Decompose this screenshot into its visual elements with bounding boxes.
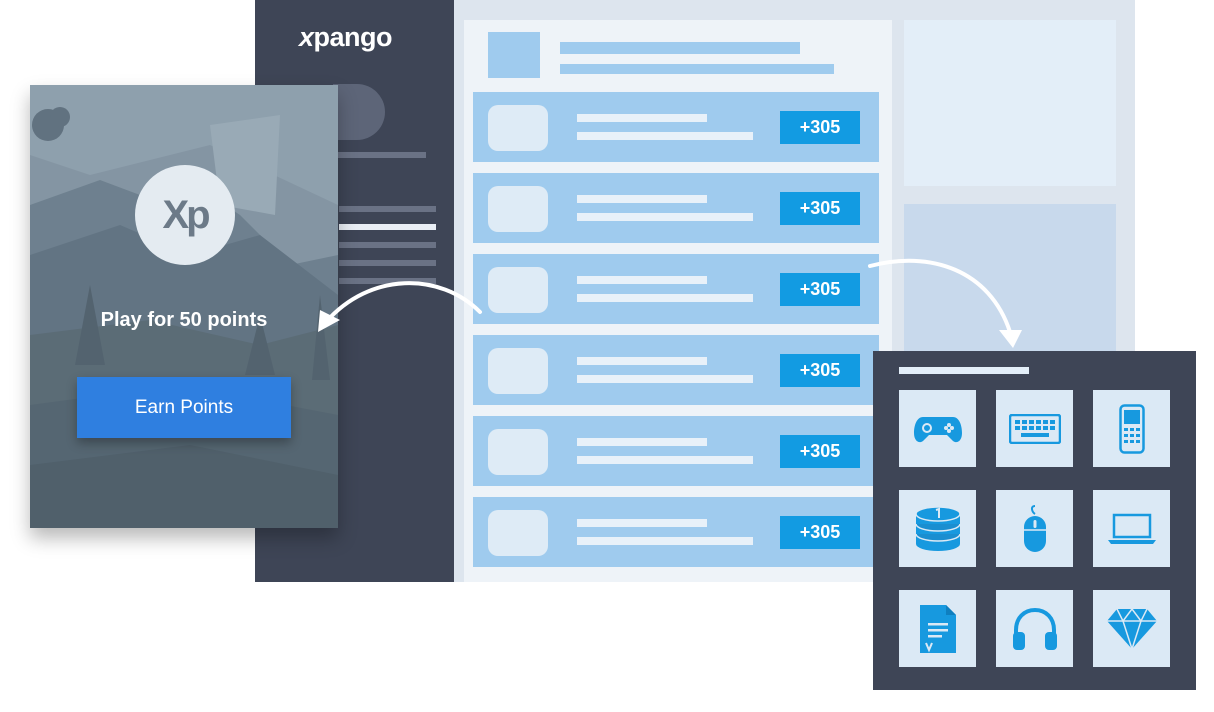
reward-tile-coins[interactable] (899, 490, 976, 567)
rewards-panel (873, 351, 1196, 690)
offer-thumbnail (488, 267, 548, 313)
offer-title-placeholder (577, 519, 707, 527)
sidebar-item[interactable] (339, 260, 436, 266)
sidebar-item-active[interactable] (339, 224, 436, 230)
offer-desc-placeholder (577, 213, 753, 221)
offer-title-placeholder (577, 114, 707, 122)
logo-text: pango (313, 22, 393, 52)
reward-tile-headphones[interactable] (996, 590, 1073, 667)
keyboard-icon (1008, 413, 1061, 444)
offer-thumbnail (488, 510, 548, 556)
offer-row[interactable]: +305 (473, 173, 879, 243)
offer-thumbnail (488, 348, 548, 394)
offer-row[interactable]: +305 (473, 92, 879, 162)
offer-desc-placeholder (577, 537, 753, 545)
reward-tile-keyboard[interactable] (996, 390, 1073, 467)
points-badge[interactable]: +305 (780, 111, 860, 144)
points-badge[interactable]: +305 (780, 435, 860, 468)
offer-desc-placeholder (577, 375, 753, 383)
offer-thumbnail (488, 186, 548, 232)
points-badge[interactable]: +305 (780, 354, 860, 387)
offer-title-placeholder (577, 276, 707, 284)
document-icon (919, 604, 956, 653)
reward-tile-gamepad[interactable] (899, 390, 976, 467)
offer-row[interactable]: +305 (473, 416, 879, 486)
laptop-icon (1107, 513, 1156, 544)
offer-thumbnail (488, 429, 548, 475)
mouse-icon (1023, 504, 1046, 552)
offer-desc-placeholder (577, 456, 753, 464)
offer-list-panel: +305 +305 +305 +305 (464, 20, 892, 582)
rewards-heading-placeholder (899, 367, 1029, 374)
offer-title-placeholder (577, 195, 707, 203)
game-card-title: Play for 50 points (100, 309, 268, 331)
right-panel-top (904, 20, 1116, 186)
avatar (333, 84, 385, 140)
offer-row[interactable]: +305 (473, 254, 879, 324)
sidebar-item[interactable] (339, 242, 436, 248)
landscape-background (30, 85, 338, 528)
header-title-placeholder (560, 42, 800, 54)
diamond-icon (1106, 607, 1157, 651)
game-card: Xp Play for 50 points Earn Points (30, 85, 338, 528)
points-badge[interactable]: +305 (780, 192, 860, 225)
points-badge[interactable]: +305 (780, 516, 860, 549)
reward-tile-mouse[interactable] (996, 490, 1073, 567)
offer-row[interactable]: +305 (473, 497, 879, 567)
offer-title-placeholder (577, 357, 707, 365)
xpango-logo[interactable]: xpango (299, 22, 393, 53)
sidebar-item[interactable] (339, 278, 436, 284)
sidebar-username-placeholder (335, 152, 426, 158)
headphones-icon (1012, 607, 1057, 650)
offer-row[interactable]: +305 (473, 335, 879, 405)
offer-thumbnail (488, 105, 548, 151)
logo-x: x (299, 22, 314, 52)
sidebar-item[interactable] (339, 206, 436, 212)
offer-title-placeholder (577, 438, 707, 446)
header-subtitle-placeholder (560, 64, 834, 74)
offer-desc-placeholder (577, 132, 753, 140)
reward-tile-document[interactable] (899, 590, 976, 667)
reward-tile-phone[interactable] (1093, 390, 1170, 467)
reward-tile-laptop[interactable] (1093, 490, 1170, 567)
offer-desc-placeholder (577, 294, 753, 302)
mobile-phone-icon (1118, 403, 1145, 454)
gamepad-icon (913, 416, 962, 442)
points-badge[interactable]: +305 (780, 273, 860, 306)
xp-badge: Xp (135, 165, 235, 265)
reward-tile-diamond[interactable] (1093, 590, 1170, 667)
coin-stack-icon (914, 505, 961, 551)
earn-points-button[interactable]: Earn Points (77, 377, 291, 438)
header-thumbnail (488, 32, 540, 78)
